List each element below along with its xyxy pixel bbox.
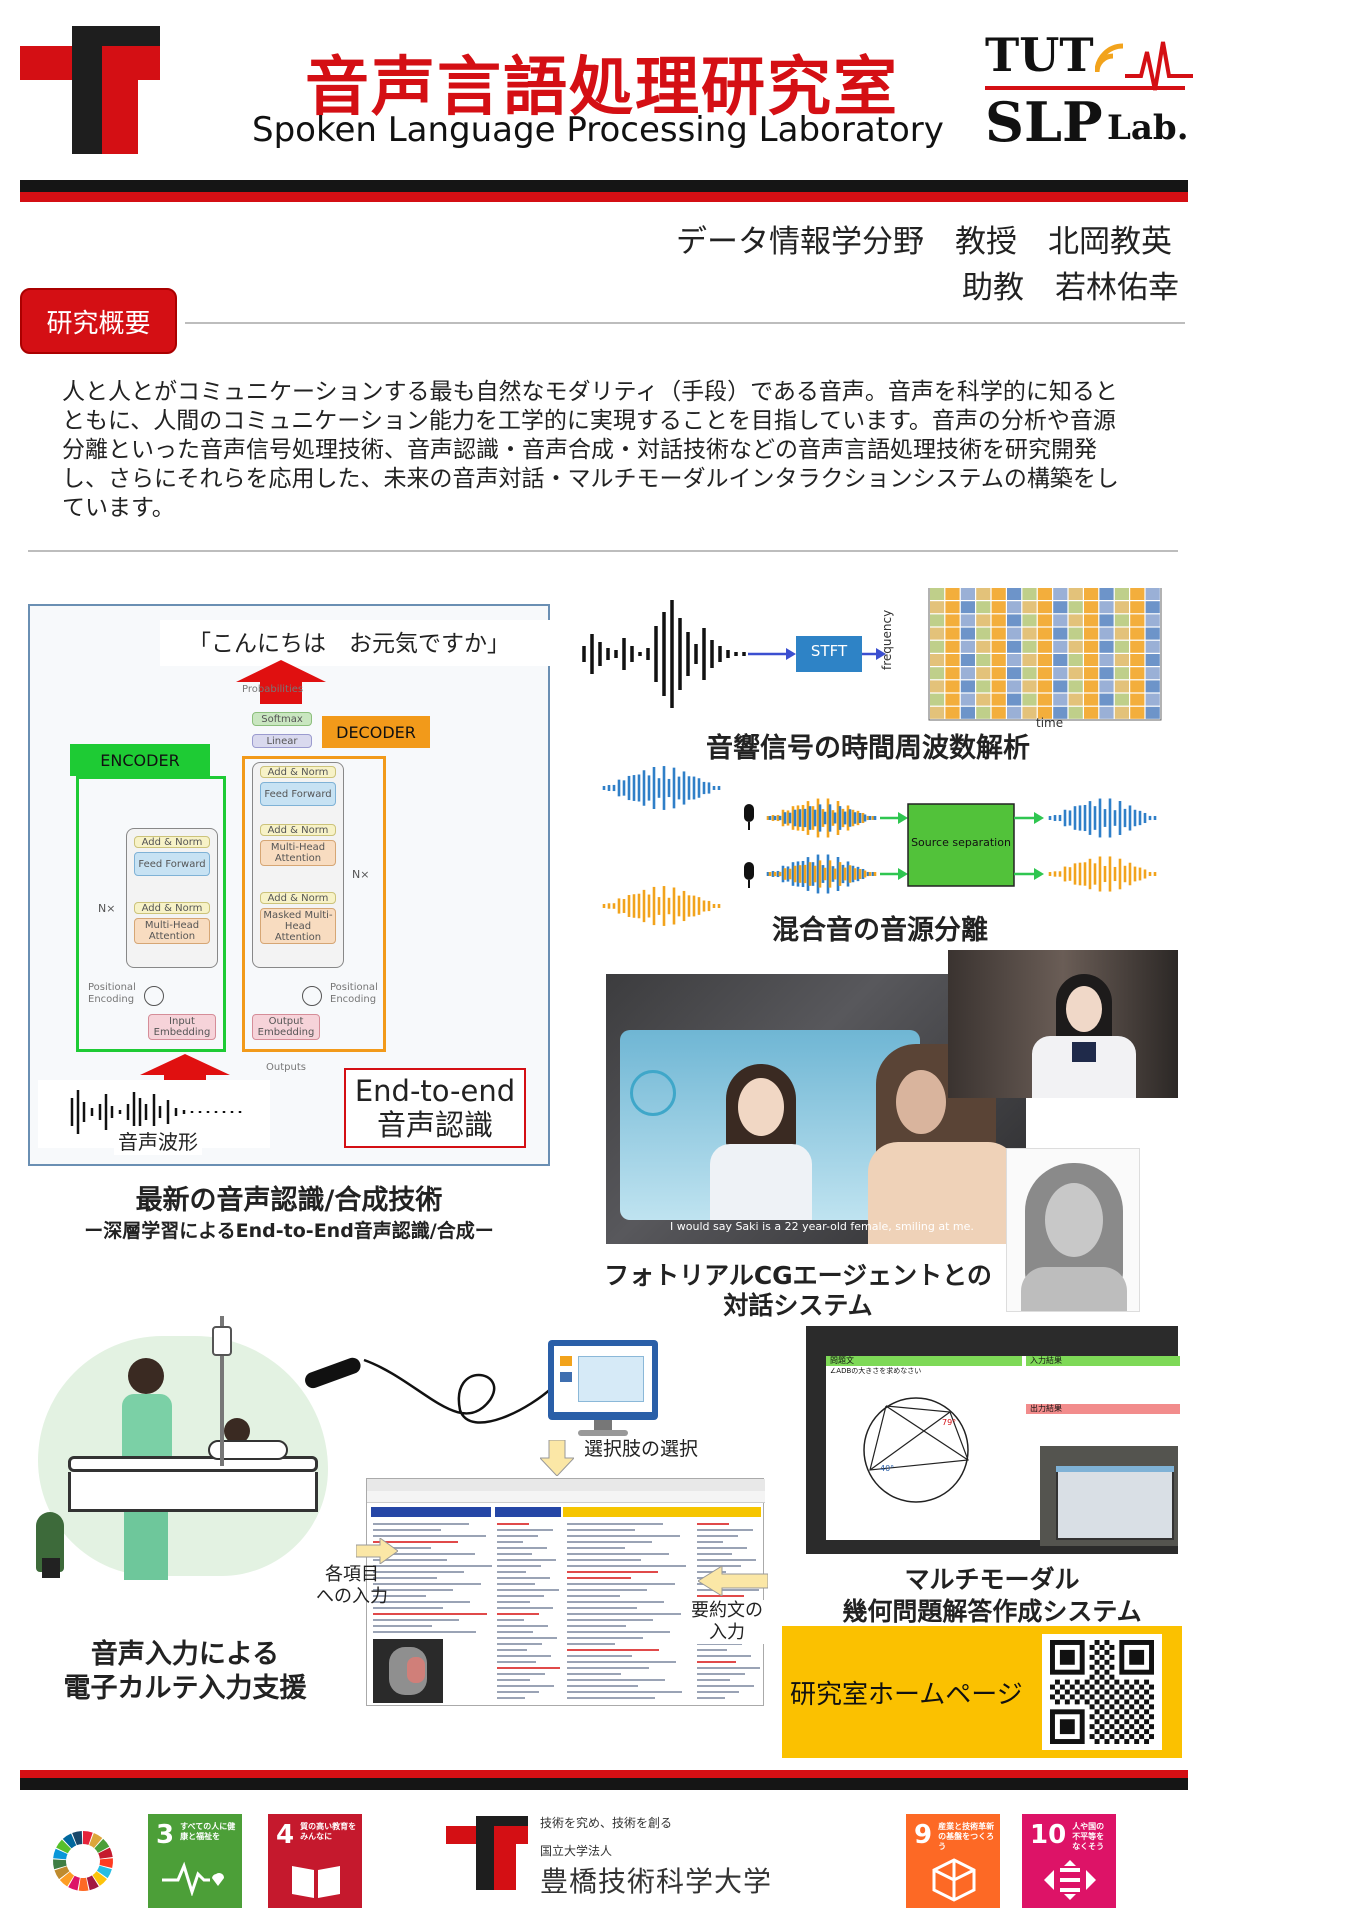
- cg-agent-photo: I would say Saki is a 22 year-old female…: [606, 974, 1026, 1244]
- sdg-10-badge: 10 人や国の不平等をなくそう: [1022, 1814, 1116, 1908]
- select-choice-label: 選択肢の選択: [584, 1438, 699, 1460]
- cg-subtitle: I would say Saki is a 22 year-old female…: [670, 1220, 974, 1233]
- footer-rule: [20, 1770, 1188, 1778]
- microphone-cable: [305, 1357, 557, 1424]
- item-input-label: 各項目 への入力: [316, 1564, 388, 1607]
- e2e-asr-label: End-to-end 音声認識: [344, 1068, 526, 1148]
- separation-caption: 混合音の音源分離: [772, 915, 988, 946]
- sdg-4-badge: 4 質の高い教育をみんなに: [268, 1814, 362, 1908]
- sdg-9-badge: 9 産業と技術革新の基盤をつくろう: [906, 1814, 1000, 1908]
- geometry-caption-1: マルチモーダル: [904, 1565, 1080, 1594]
- university-motto: 技術を究め、技術を創る: [540, 1816, 673, 1830]
- hospital-illustration: [28, 1306, 344, 1584]
- left-arrow-icon: [698, 1566, 768, 1596]
- asr-caption: 最新の音声認識/合成技術: [135, 1185, 443, 1216]
- university-name: 豊橋技術科学大学: [540, 1865, 773, 1898]
- geometry-system-screenshot: 問題文 ∠ADBの大きさを求めなさい 入力結果 出力結果 79° 40°: [806, 1326, 1180, 1554]
- cg-caption-1: フォトリアルCGエージェントとの: [604, 1261, 992, 1290]
- summary-input-label: 要約文の 入力: [684, 1600, 770, 1644]
- overview-tab: 研究概要: [20, 288, 177, 354]
- karte-caption-2: 電子カルテ入力支援: [63, 1673, 307, 1704]
- university-footer-logo: [446, 1816, 528, 1890]
- header-rule: [20, 180, 1188, 192]
- right-arrow-icon: [356, 1538, 398, 1564]
- freq-axis-label: frequency: [880, 609, 894, 670]
- lab-title-jp: 音声言語処理研究室: [305, 51, 899, 125]
- sdg-3-badge: 3 すべての人に健康と福祉を: [148, 1814, 242, 1908]
- cg-caption-2: 対話システム: [723, 1291, 873, 1320]
- qr-code-icon[interactable]: [1042, 1634, 1162, 1750]
- overview-text: 人と人とがコミュニケーションする最も自然なモダリティ（手段）である音声。音声を科…: [62, 379, 1119, 521]
- waveform-label: 音声波形: [114, 1126, 202, 1155]
- staff-line-1: データ情報学分野 教授 北岡教英: [676, 224, 1172, 260]
- lab-title-en: Spoken Language Processing Laboratory: [252, 110, 944, 150]
- time-axis-label: time: [1036, 716, 1064, 730]
- university-type: 国立大学法人: [540, 1844, 613, 1858]
- sdg-wheel-icon: [53, 1831, 113, 1891]
- source-separation-diagram: [602, 766, 1157, 926]
- staff-line-2: 助教 若林佑幸: [962, 270, 1179, 306]
- homepage-label: 研究室ホームページ: [790, 1680, 1023, 1710]
- ehr-screenshot: [366, 1478, 765, 1706]
- homepage-qr-box[interactable]: 研究室ホームページ: [782, 1626, 1182, 1758]
- stft-label: STFT: [810, 642, 848, 660]
- geometry-caption-2: 幾何問題解答作成システム: [842, 1597, 1142, 1626]
- tut-slp-lab-logo: TUT SLP Lab.: [985, 28, 1195, 154]
- separation-box-label: Source separation: [911, 836, 1011, 849]
- asr-subcaption: ー深層学習によるEnd-to-End音声認識/合成ー: [84, 1220, 494, 1242]
- speech-waveform-icon: [70, 1090, 242, 1134]
- decoder-label: DECODER: [322, 716, 430, 748]
- transformer-diagram: 「こんにちは お元気ですか」 Probabilities Softmax Lin…: [28, 604, 565, 1166]
- encoder-label: ENCODER: [70, 744, 210, 776]
- monitor-icon: [548, 1340, 658, 1436]
- university-logo: [20, 26, 160, 154]
- asr-quote: 「こんにちは お元気ですか」: [160, 620, 565, 666]
- karte-caption-1: 音声入力による: [90, 1639, 280, 1670]
- stft-caption: 音響信号の時間周波数解析: [706, 733, 1030, 764]
- cg-agent-saki-photo: [948, 950, 1178, 1098]
- down-arrow-icon: [540, 1440, 574, 1476]
- stft-diagram: [582, 588, 1162, 721]
- cg-agent-gray-photo: [1006, 1148, 1140, 1312]
